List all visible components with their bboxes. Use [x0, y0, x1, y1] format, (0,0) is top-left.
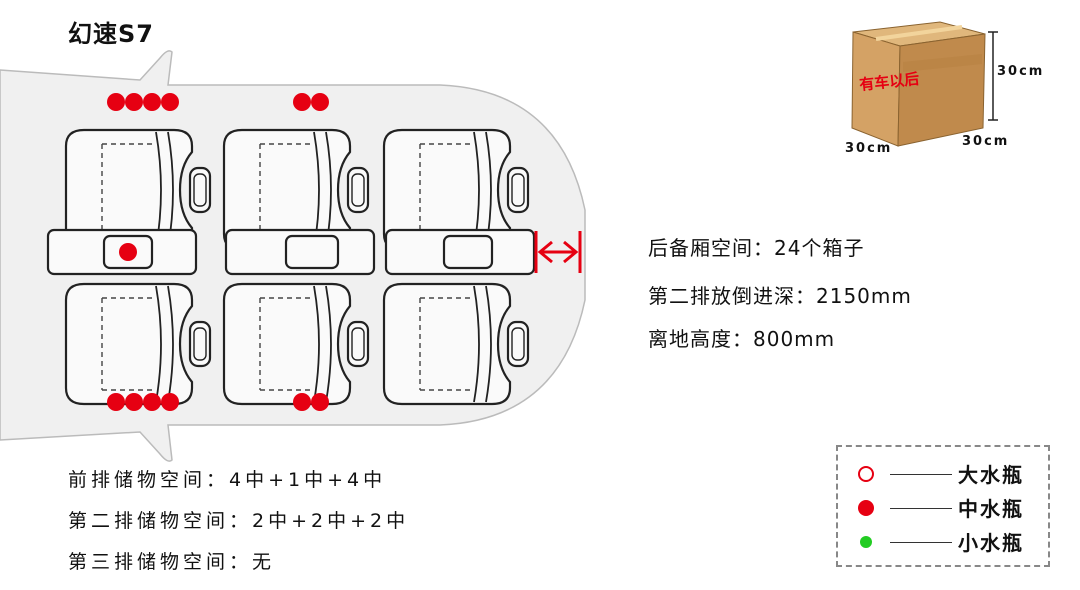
box-height-label: 30cm	[997, 64, 1045, 79]
legend-item-large: 大水瓶	[838, 459, 1048, 489]
console-cup-holder	[119, 243, 137, 261]
depth-arrow	[534, 231, 582, 273]
page-title: 幻速S7	[68, 20, 154, 48]
folded-depth-text: 第二排放倒进深：2150mm	[648, 284, 912, 308]
legend-item-medium: 中水瓶	[838, 493, 1048, 523]
legend-item-small: 小水瓶	[838, 527, 1048, 557]
legend-label: 中水瓶	[958, 497, 1024, 521]
legend-label: 大水瓶	[958, 463, 1024, 487]
box-depth-label: 30cm	[845, 141, 893, 156]
trunk-space-text: 后备厢空间：24个箱子	[648, 236, 865, 260]
medium-bottle-icon	[858, 500, 874, 516]
small-bottle-icon	[860, 536, 872, 548]
top-bottle-dots	[107, 93, 329, 111]
ground-clearance-text: 离地高度：800mm	[648, 327, 836, 351]
legend-label: 小水瓶	[958, 531, 1024, 555]
bottom-bottle-dots	[107, 393, 329, 411]
box-width-label: 30cm	[962, 134, 1010, 149]
legend-box: 大水瓶 中水瓶 小水瓶	[836, 445, 1050, 567]
third-row-storage-text: 第三排储物空间：无	[68, 551, 276, 573]
front-row-storage-text: 前排储物空间：4中+1中+4中	[68, 469, 387, 491]
large-bottle-icon	[858, 466, 874, 482]
second-row-storage-text: 第二排储物空间：2中+2中+2中	[68, 510, 410, 532]
cardboard-box-icon: 有车以后	[851, 21, 998, 147]
